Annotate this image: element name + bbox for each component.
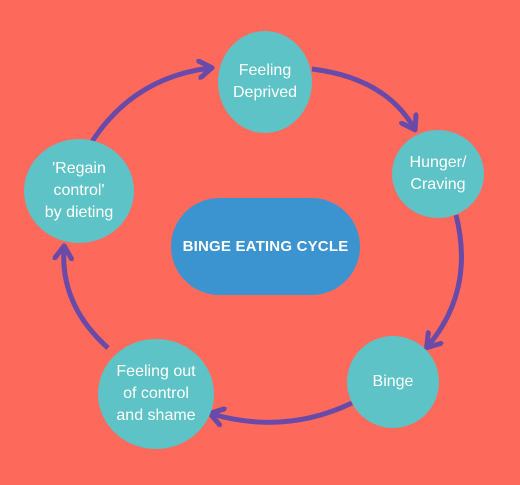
- arrow-hunger-to-binge: [428, 214, 464, 346]
- node-hunger-craving-label: Hunger/ Craving: [409, 154, 467, 193]
- node-out-of-control: Feeling out of control and shame: [98, 339, 214, 449]
- node-regain-control-label: 'Regain control' by dieting: [44, 160, 114, 221]
- node-out-of-control-label: Feeling out of control and shame: [116, 363, 196, 424]
- node-binge-label: Binge: [372, 373, 414, 390]
- arrow-out-of-control-to-regain: [64, 248, 110, 350]
- node-feeling-deprived-label: Feeling Deprived: [232, 62, 298, 101]
- node-binge: Binge: [347, 336, 439, 428]
- arrow-regain-to-deprived: [85, 68, 210, 150]
- center-title: BINGE EATING CYCLE: [171, 198, 360, 295]
- arrow-binge-to-out-of-control: [212, 400, 354, 422]
- node-feeling-deprived: Feeling Deprived: [218, 31, 312, 133]
- node-hunger-craving: Hunger/ Craving: [392, 130, 484, 218]
- center-title-label: BINGE EATING CYCLE: [182, 238, 349, 255]
- node-regain-control: 'Regain control' by dieting: [24, 139, 134, 243]
- arrow-deprived-to-hunger: [311, 66, 414, 128]
